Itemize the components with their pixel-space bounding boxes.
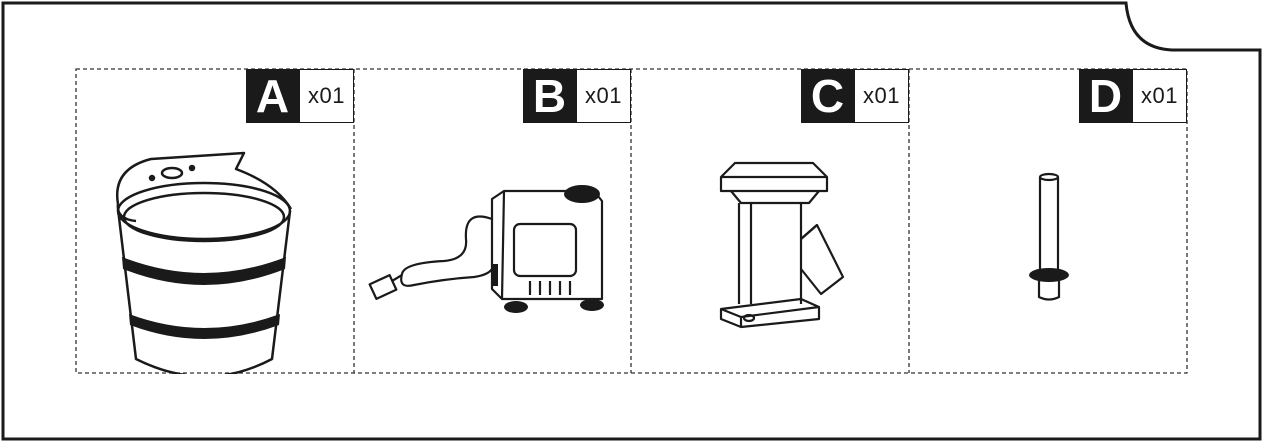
tube-icon: [1029, 172, 1069, 301]
part-b-cell: B x01: [354, 69, 631, 374]
part-d-badge: D x01: [1079, 69, 1187, 123]
part-b-badge: B x01: [523, 69, 631, 123]
connector-icon: [719, 161, 845, 329]
bowl-icon: [115, 151, 293, 374]
part-d-letter: D: [1079, 69, 1132, 123]
part-c-quantity: x01: [854, 69, 909, 123]
part-a-letter: A: [246, 69, 299, 123]
part-b-letter: B: [523, 69, 576, 123]
pump-icon: [368, 185, 604, 313]
part-a-quantity: x01: [299, 69, 354, 123]
part-c-cell: C x01: [631, 69, 909, 374]
part-d-cell: D x01: [909, 69, 1187, 374]
part-c-letter: C: [801, 69, 854, 123]
part-c-badge: C x01: [801, 69, 909, 123]
part-b-quantity: x01: [576, 69, 631, 123]
part-d-quantity: x01: [1132, 69, 1187, 123]
part-a-cell: A x01: [76, 69, 354, 374]
part-a-badge: A x01: [246, 69, 354, 123]
